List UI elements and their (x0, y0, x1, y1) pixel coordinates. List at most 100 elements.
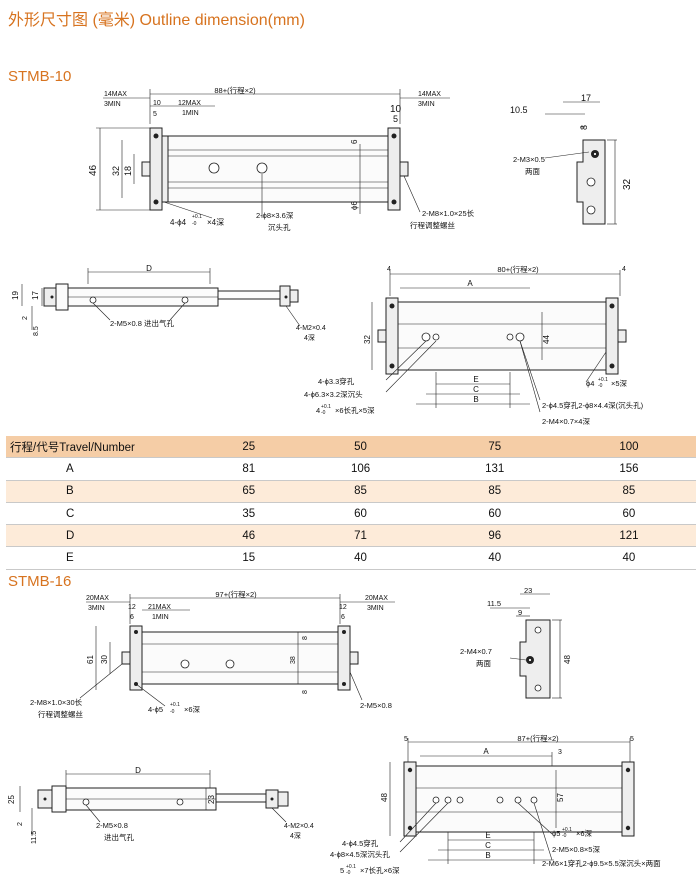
stmb16-r6: 6 (341, 614, 345, 621)
stmb16-side-view: 23 11.5 9 48 2-M4×0.7 两面 (460, 586, 572, 699)
stmb10-front-h2: 2 (22, 316, 29, 320)
stmb10-front-d: D (146, 264, 152, 273)
stmb10-h46: 46 (88, 164, 99, 176)
stmb10-counterbore: 2-ϕ8×3.6深 (256, 211, 294, 220)
stmb16-overall-length: 97+(行程×2) (215, 589, 257, 599)
stmb16-left-max: 20MAX (86, 595, 109, 602)
stmb10-bottom-b: B (473, 395, 478, 404)
table-row-label: E (6, 546, 204, 570)
table-cell: 96 (427, 524, 562, 548)
stmb10-d10: 10 (153, 100, 161, 107)
stmb16-front-m2: 4-M2×0.4 (284, 823, 314, 830)
stmb10-r10: 10 (390, 104, 402, 115)
stmb16-bottom-tap: 2-M5×0.8×5深 (552, 845, 600, 854)
stmb10-bottom-h44: 44 (542, 335, 551, 344)
stmb10-r5: 5 (393, 114, 398, 124)
stmb10-overall-length: 88+(行程×2) (214, 85, 256, 95)
stmb16-port: 2-M5×0.8 (360, 701, 392, 710)
stmb10-tol-up: +0.1 (192, 214, 202, 220)
stmb16-front-port-label: 进出气孔 (104, 832, 134, 842)
stmb16-bottom-slot-prefix: 5 (340, 866, 344, 875)
table-cell: 35 (204, 502, 294, 526)
stmb16-left-min: 3MIN (88, 605, 105, 612)
table-cell: 15 (204, 546, 294, 570)
stmb10-bottom-d4-right: 4 (622, 266, 626, 273)
table-cell: 131 (427, 457, 562, 481)
stmb10-front-m2: 4-M2×0.4 (296, 325, 326, 332)
table-header-cell: 100 (561, 436, 696, 459)
stmb10-bottom-c: C (473, 385, 479, 394)
stmb16-bottom-slot-tol-down: -0 (346, 870, 351, 876)
table-header-cell: 75 (427, 436, 562, 459)
stmb16-bottom-pin-depth: ×6深 (576, 829, 593, 838)
stmb16-mount-depth: ×6深 (184, 705, 201, 714)
stmb16-front-h2: 2 (17, 822, 24, 826)
dimension-table: 行程/代号Travel/Number 25 50 75 100 A 81 106… (6, 436, 696, 570)
stmb10-h32: 32 (111, 166, 121, 176)
stmb10-bottom-counterbore: 4-ϕ6.3×3.2深沉头 (304, 389, 363, 399)
stmb10-h18: 18 (123, 166, 133, 176)
stmb16-front-m2-depth: 4深 (290, 831, 301, 840)
stmb16-adjust-screw: 2-M8×1.0×30长 (30, 697, 83, 707)
stmb16-side-23: 23 (524, 586, 532, 595)
stmb16-bottom-slot: ×7长孔×6深 (360, 865, 400, 875)
stmb16-front-h11-5: 11.5 (31, 831, 38, 844)
stmb16-bottom-counterbore: 4-ϕ8×4.5深沉头孔 (330, 849, 390, 859)
stmb10-bottom-pin-tol-down: -0 (598, 383, 603, 389)
table-cell: 46 (204, 524, 294, 548)
stmb16-d12: 12 (128, 604, 136, 611)
table-row-label: B (6, 480, 204, 503)
stmb10-counterbore-label: 沉头孔 (268, 222, 291, 232)
stmb10-front-h17: 17 (31, 291, 40, 300)
stmb16-front-view: D 25 23 2 11.5 2-M5×0.8 进出气孔 4-M2×0.4 4深 (7, 766, 314, 844)
table-cell: 40 (561, 546, 696, 570)
table-row: C 35 60 60 60 (6, 502, 696, 526)
stmb16-mount-holes: 4-ϕ5 (148, 705, 163, 714)
stmb16-h61: 61 (86, 655, 95, 664)
table-row: D 46 71 96 121 (6, 524, 696, 548)
stmb10-bottom-overall: 80+(行程×2) (497, 264, 539, 274)
stmb16-side-tap: 2-M4×0.7 (460, 647, 492, 656)
table-cell: 85 (427, 480, 562, 503)
stmb16-bottom-b: B (485, 851, 490, 860)
stmb16-bottom-h57: 57 (556, 793, 565, 802)
stmb10-front-view: D 19 17 2 8.5 2-M5×0.8 进出气孔 4-M2×0.4 4深 (11, 264, 326, 342)
stmb10-bottom-h32: 32 (363, 335, 372, 344)
stmb10-mount-depth: ×4深 (207, 218, 224, 227)
table-row: B 65 85 85 85 (6, 480, 696, 503)
stmb10-d5: 5 (153, 111, 157, 118)
stmb16-side-11-5: 11.5 (487, 599, 501, 608)
stmb10-right-min: 3MIN (418, 101, 435, 108)
table-cell: 81 (204, 457, 294, 481)
table-cell: 71 (293, 524, 428, 548)
table-header-row: 行程/代号Travel/Number 25 50 75 100 (6, 436, 696, 459)
stmb10-side-8: 8 (579, 125, 589, 130)
stmb16-bottom-view: 5 87+(行程×2) 5 3 A E C B 48 57 4-ϕ4.5穿孔 4… (330, 733, 661, 876)
table-header-cell: 行程/代号Travel/Number (6, 436, 204, 459)
stmb10-phi6: ϕ6 (350, 201, 359, 210)
stmb10-adjust-screw-label: 行程调整螺丝 (410, 220, 455, 230)
stmb10-bottom-pin-tol-up: +0.1 (598, 377, 608, 383)
stmb16-bottom-pin-prefix: ϕ5 (552, 829, 560, 838)
stmb16-bottom-d3: 3 (558, 749, 562, 756)
stmb16-bottom-thru-cbore: 2-M6×1穿孔2-ϕ9.5×5.5深沉头×两面 (542, 858, 661, 868)
stmb10-bottom-slot-tol-up: +0.1 (321, 404, 331, 410)
stmb16-bottom-a: A (483, 747, 489, 756)
stmb16-tol-up: +0.1 (170, 702, 180, 708)
stmb10-front-h8-5: 8.5 (33, 326, 40, 336)
stmb10-side-tap: 2-M3×0.5 (513, 155, 545, 164)
table-cell: 60 (293, 502, 428, 526)
table-cell: 60 (427, 502, 562, 526)
stmb16-section-title: STMB-16 (8, 573, 72, 590)
stmb16-bottom-e: E (485, 831, 490, 840)
table-cell: 40 (293, 546, 428, 570)
stmb16-bottom-pin-tol-up: +0.1 (562, 827, 572, 833)
stmb16-side-tap-label: 两面 (476, 659, 491, 668)
table-row: A 81 106 131 156 (6, 457, 696, 481)
stmb10-side-32: 32 (622, 178, 633, 190)
stmb16-h30: 30 (100, 655, 109, 664)
table-row-label: A (6, 457, 204, 481)
stmb16-top-view: 97+(行程×2) 20MAX 3MIN 12 6 21MAX 1MIN 20M… (30, 589, 395, 719)
stmb10-right-max: 14MAX (418, 91, 441, 98)
stmb16-d6: 6 (130, 614, 134, 621)
